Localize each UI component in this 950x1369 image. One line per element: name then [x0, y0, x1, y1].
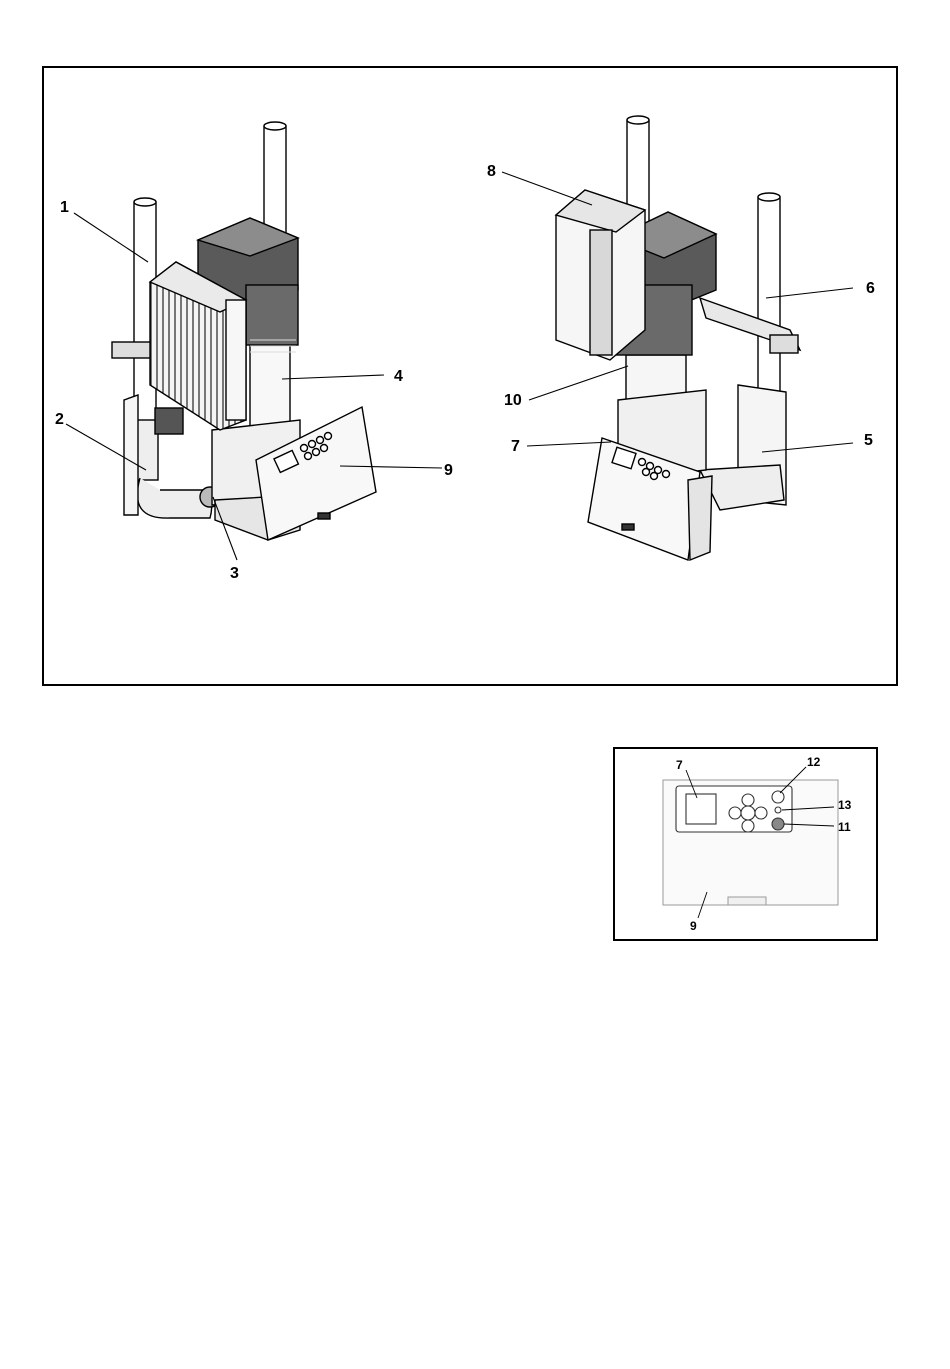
detail-callout-9: 9 — [690, 919, 697, 933]
detail-callout-11: 11 — [838, 820, 851, 834]
detail-callout-7: 7 — [676, 758, 683, 772]
detail-display — [686, 794, 716, 824]
detail-callout-12: 12 — [807, 755, 821, 769]
detail-nav-down — [742, 820, 754, 832]
detail-nav-left — [729, 807, 741, 819]
detail-led-13 — [775, 807, 781, 813]
detail-nav-center — [741, 806, 755, 820]
control-panel-detail: 7 12 13 11 9 — [0, 0, 950, 1000]
detail-callout-13: 13 — [838, 798, 852, 812]
detail-button-11 — [772, 818, 784, 830]
detail-button-12 — [772, 791, 784, 803]
detail-nav-right — [755, 807, 767, 819]
detail-nav-up — [742, 794, 754, 806]
